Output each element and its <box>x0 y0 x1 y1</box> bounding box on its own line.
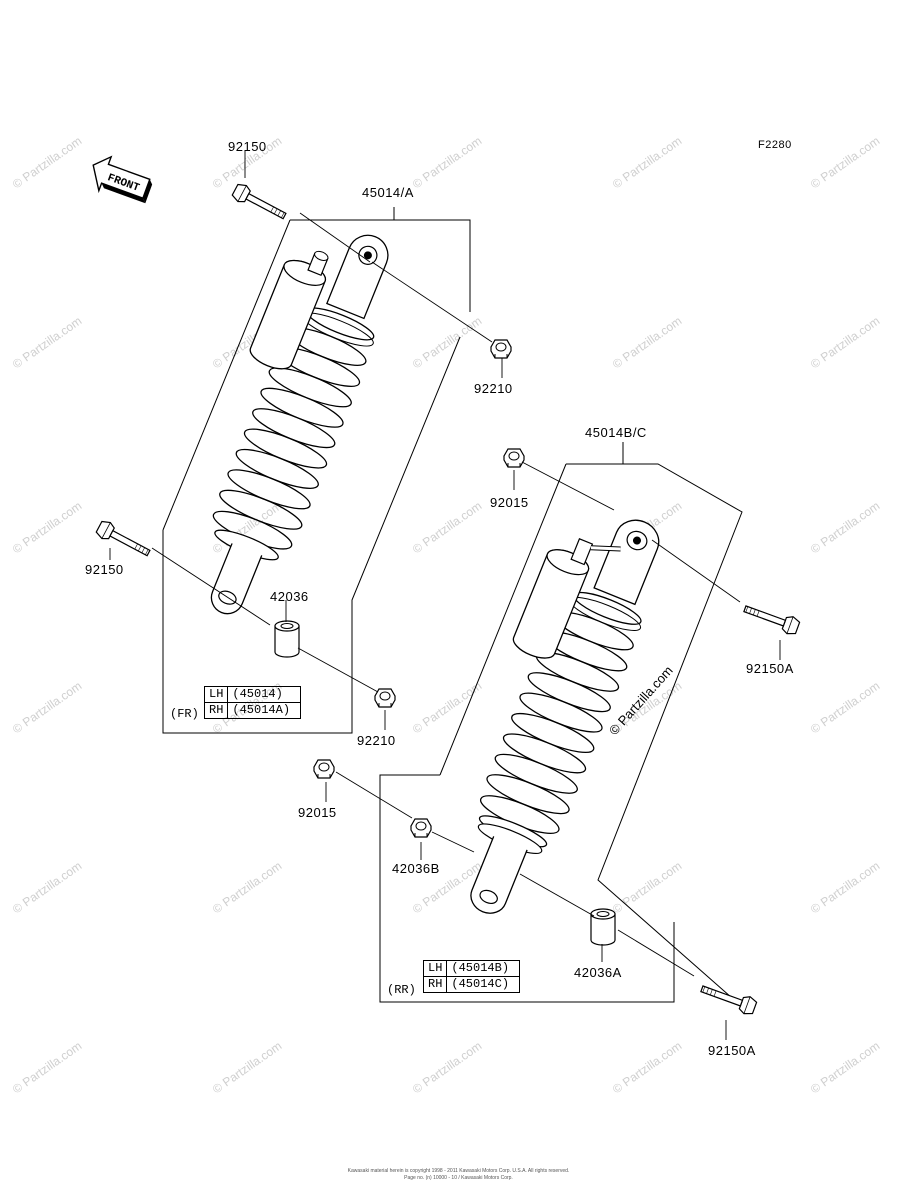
label-rear-assembly: 45014B/C <box>585 425 647 440</box>
figure-number: F2280 <box>758 139 792 151</box>
table-cell-part: (45014C) <box>446 976 521 993</box>
front-variant-table: LH (45014) RH (45014A) <box>203 686 302 719</box>
label-rear-bottom-nut: 92015 <box>298 805 337 820</box>
table-row: LH (45014) <box>203 686 302 703</box>
label-front-top-bolt: 92150 <box>228 139 267 154</box>
label-front-top-nut: 92210 <box>474 381 513 396</box>
table-cell-part: (45014) <box>227 686 302 703</box>
front-shock-absorber <box>94 150 512 734</box>
table-row: RH (45014C) <box>422 976 521 993</box>
label-rear-collar-right: 42036A <box>574 965 622 980</box>
table-cell-side: LH <box>422 960 448 977</box>
front-variant-label: (FR) <box>170 707 199 721</box>
table-cell-part: (45014B) <box>446 960 521 977</box>
label-front-assembly: 45014/A <box>362 185 414 200</box>
copyright-line-1: Kawasaki material herein is copyright 19… <box>347 1168 570 1174</box>
table-cell-side: RH <box>203 702 229 719</box>
label-front-bottom-bolt: 92150 <box>85 562 124 577</box>
label-rear-top-nut: 92015 <box>490 495 529 510</box>
copyright-line-2: Page no. (n) 10000 - 10 / Kawasaki Motor… <box>404 1175 513 1181</box>
label-front-bottom-nut: 92210 <box>357 733 396 748</box>
rear-variant-label: (RR) <box>387 983 416 997</box>
table-row: RH (45014A) <box>203 702 302 719</box>
rear-shock-absorber <box>313 442 802 1040</box>
label-rear-collar-left: 42036B <box>392 861 440 876</box>
label-rear-bottom-bolt: 92150A <box>708 1043 756 1058</box>
front-arrow-icon: FRONT <box>92 155 153 204</box>
rear-variant-table: LH (45014B) RH (45014C) <box>422 960 521 993</box>
table-cell-side: RH <box>422 976 448 993</box>
label-front-collar: 42036 <box>270 589 309 604</box>
table-cell-part: (45014A) <box>227 702 302 719</box>
table-row: LH (45014B) <box>422 960 521 977</box>
label-rear-top-bolt: 92150A <box>746 661 794 676</box>
table-cell-side: LH <box>203 686 229 703</box>
